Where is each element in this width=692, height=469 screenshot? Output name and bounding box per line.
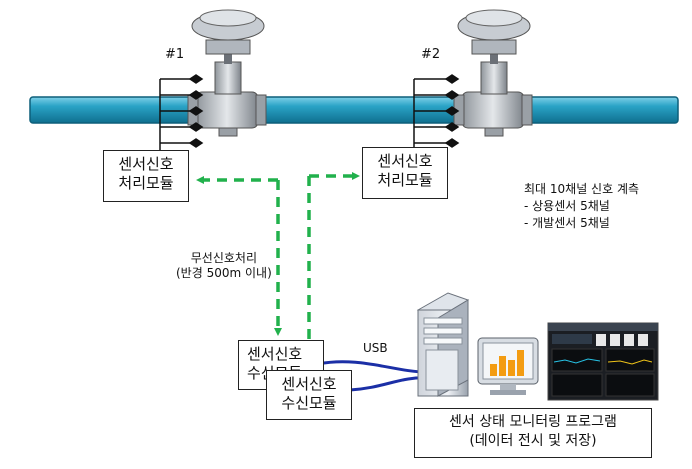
module-1-line1: 센서신호 bbox=[118, 155, 174, 173]
module-2-line2: 처리모듈 bbox=[377, 171, 433, 189]
channel-info-line2: - 상용센서 5채널 bbox=[524, 199, 610, 213]
channel-info-line1: 최대 10채널 신호 계측 bbox=[524, 182, 640, 196]
sensor-processing-module-2: 센서신호 처리모듈 bbox=[362, 147, 448, 199]
monitoring-program-line2: (데이터 전시 및 저장) bbox=[469, 433, 597, 449]
channel-info-line3: - 개발센서 5채널 bbox=[524, 216, 610, 230]
server-tower bbox=[416, 292, 470, 397]
sensor-processing-module-1: 센서신호 처리모듈 bbox=[103, 150, 189, 202]
program-screenshot bbox=[547, 322, 659, 401]
module-1-line2: 처리모듈 bbox=[118, 174, 174, 192]
wireless-links bbox=[196, 172, 360, 379]
receiver-front-line2: 수신모듈 bbox=[281, 394, 337, 412]
monitoring-program-box: 센서 상태 모니터링 프로그램 (데이터 전시 및 저장) bbox=[414, 408, 652, 458]
module-2-line1: 센서신호 bbox=[377, 152, 433, 170]
valve-2-label: #2 bbox=[421, 47, 441, 62]
monitor-icon bbox=[477, 337, 539, 395]
pipeline bbox=[29, 96, 679, 124]
wireless-label: 무선신호처리 (반경 500m 이내) bbox=[176, 251, 272, 281]
receiver-module-front: 센서신호 수신모듈 bbox=[266, 370, 352, 420]
channel-info: 최대 10채널 신호 계측 - 상용센서 5채널 - 개발센서 5채널 bbox=[524, 181, 639, 232]
wireless-label-line1: 무선신호처리 bbox=[190, 251, 257, 265]
control-valve-2 bbox=[453, 9, 533, 137]
receiver-back-line1: 센서신호 bbox=[247, 345, 303, 363]
control-valve-1 bbox=[187, 9, 267, 137]
sensor-leads-1 bbox=[159, 74, 204, 150]
monitoring-program-line1: 센서 상태 모니터링 프로그램 bbox=[449, 414, 617, 430]
wireless-label-line2: (반경 500m 이내) bbox=[176, 266, 272, 280]
receiver-front-line1: 센서신호 bbox=[281, 375, 337, 393]
usb-label: USB bbox=[363, 341, 388, 355]
valve-1-label: #1 bbox=[165, 47, 185, 62]
sensor-leads-2 bbox=[413, 74, 460, 150]
